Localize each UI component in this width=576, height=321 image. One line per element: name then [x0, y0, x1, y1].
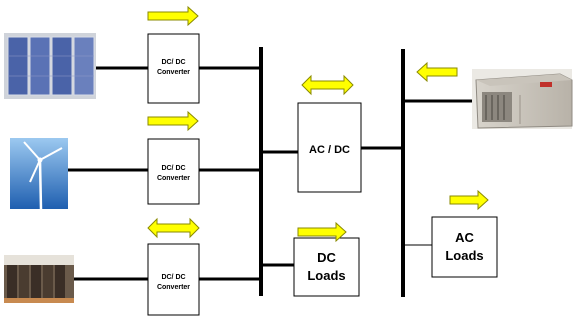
converter-box-3: DC/ DC Converter — [148, 244, 199, 315]
flow-arrow-right-converter-2 — [148, 112, 198, 130]
ac-loads-box: AC Loads — [432, 217, 497, 277]
converter-box-2: DC/ DC Converter — [148, 139, 199, 204]
wind-turbine-image — [10, 138, 68, 209]
converter-3-line1: DC/ DC — [161, 274, 185, 281]
flow-arrow-right-converter-1 — [148, 7, 198, 25]
ac-dc-label: AC / DC — [309, 144, 350, 156]
flow-arrow-right-ac-loads — [450, 191, 488, 209]
converter-3-line2: Converter — [157, 284, 190, 291]
dc-loads-box: DC Loads — [294, 238, 359, 296]
solar-panel-image — [4, 33, 96, 99]
converter-2-line1: DC/ DC — [161, 165, 185, 172]
flow-arrow-bidirectional-converter-3 — [148, 219, 199, 237]
converter-box-1: DC/ DC Converter — [148, 34, 199, 103]
ac-loads-line2: Loads — [445, 248, 483, 263]
generator-image — [472, 69, 572, 129]
converter-1-line2: Converter — [157, 69, 190, 76]
ac-loads-line1: AC — [455, 230, 474, 245]
connection-lines — [68, 47, 472, 297]
converter-1-line1: DC/ DC — [161, 59, 185, 66]
dc-loads-line2: Loads — [307, 268, 345, 283]
battery-bank-image — [4, 255, 74, 303]
converter-2-line2: Converter — [157, 175, 190, 182]
dc-loads-line1: DC — [317, 250, 336, 265]
ac-dc-box: AC / DC — [298, 103, 361, 192]
flow-arrow-left-generator — [417, 63, 457, 81]
flow-arrow-bidirectional-ac-dc — [302, 76, 353, 94]
